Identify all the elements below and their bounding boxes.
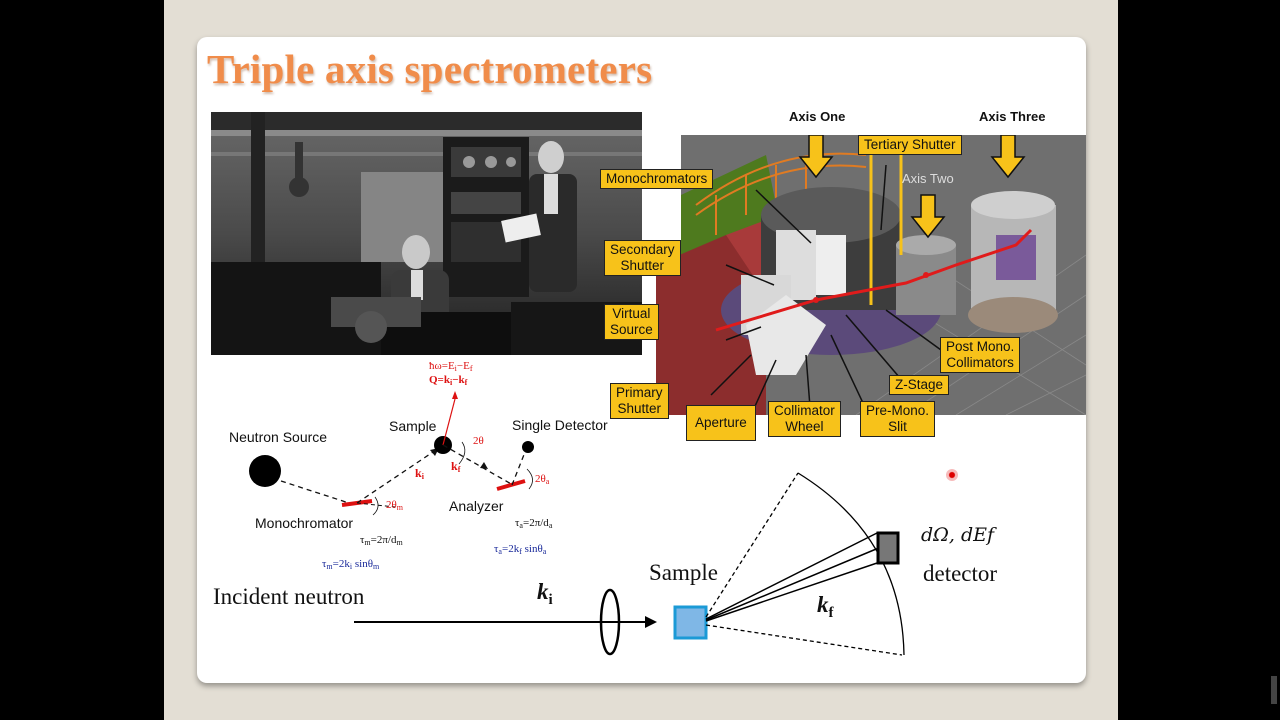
neutron-source-label: Neutron Source <box>229 429 327 445</box>
tau-m-d-eq: τm=2π/dm <box>360 534 403 547</box>
ki-vector-label: ki <box>415 466 425 481</box>
callout-post-mono-collimators: Post Mono. Collimators <box>940 337 1021 373</box>
neutron-source-dot <box>249 455 281 487</box>
incident-neutron-label: Incident neutron <box>213 584 365 609</box>
sample-box-label: Sample <box>649 560 718 585</box>
callout-monochromators: Monochromators <box>600 169 714 189</box>
energy-transfer-eq: ħω=Ei−Ef <box>429 360 473 373</box>
callout-collimator-wheel-line1: Collimator <box>774 403 835 418</box>
callout-virtual-source-line1: Virtual <box>612 306 651 321</box>
two-theta-m-label: 2θm <box>386 499 404 512</box>
detector-box <box>876 531 900 565</box>
domega-def-label: dΩ, dEf <box>921 524 997 546</box>
kf-vector-label: kf <box>451 459 461 474</box>
callout-secondary-shutter-line2: Shutter <box>620 258 665 273</box>
slide: Triple axis spectrometers <box>197 37 1086 683</box>
callout-primary-shutter: Primary Shutter <box>610 383 669 419</box>
scrollbar-thumb[interactable] <box>1271 676 1277 704</box>
callout-secondary-shutter-line1: Secondary <box>610 242 675 257</box>
instrument-cutaway: Axis One Axis Two Axis Three <box>656 109 1086 415</box>
axis-one-label: Axis One <box>789 109 846 124</box>
axis-three-label: Axis Three <box>979 109 1046 124</box>
tau-a-d-eq: τa=2π/da <box>515 517 553 530</box>
callout-collimator-wheel: Collimator Wheel <box>768 401 841 437</box>
tau-a-k-eq: τa=2kf sinθa <box>494 543 547 556</box>
momentum-transfer-eq: Q=ki−kf <box>429 374 468 387</box>
callout-tertiary-shutter: Tertiary Shutter <box>858 135 962 155</box>
kf-label: kf <box>817 592 835 621</box>
callout-z-stage: Z-Stage <box>889 375 950 395</box>
callout-virtual-source: Virtual Source <box>604 304 659 340</box>
single-detector-label: Single Detector <box>512 417 608 433</box>
callout-virtual-source-line2: Source <box>610 322 653 337</box>
single-detector-dot <box>522 441 534 453</box>
callout-aperture: Aperture <box>686 405 756 441</box>
callout-primary-shutter-line2: Shutter <box>617 401 662 416</box>
axis-two-label: Axis Two <box>902 171 954 186</box>
laser-pointer <box>946 469 958 481</box>
triple-axis-schematic: Neutron Source Sample Single Detector Mo… <box>229 360 608 571</box>
sample-label: Sample <box>389 418 437 434</box>
monochromator-label: Monochromator <box>255 515 353 531</box>
callout-pre-mono-slit: Pre-Mono. Slit <box>860 401 936 437</box>
detector-label: detector <box>923 561 997 586</box>
two-theta-a-label: 2θa <box>535 473 550 486</box>
analyzer-label: Analyzer <box>449 498 504 514</box>
historical-photo <box>211 112 642 355</box>
two-theta-label: 2θ <box>473 435 484 447</box>
sample-box <box>673 605 708 640</box>
callout-secondary-shutter: Secondary Shutter <box>604 240 681 276</box>
callout-post-mono-collimators-line1: Post Mono. <box>946 339 1015 354</box>
ki-label: ki <box>537 579 553 608</box>
scattering-geometry: Incident neutron ki Sample kf dΩ, dEf de… <box>213 472 997 656</box>
callout-pre-mono-slit-line2: Slit <box>888 419 907 434</box>
callout-pre-mono-slit-line1: Pre-Mono. <box>866 403 930 418</box>
callout-collimator-wheel-line2: Wheel <box>785 419 824 434</box>
tau-m-k-eq: τm=2ki sinθm <box>322 558 380 571</box>
slide-title: Triple axis spectrometers <box>207 46 653 92</box>
callout-primary-shutter-line1: Primary <box>616 385 663 400</box>
callout-post-mono-collimators-line2: Collimators <box>946 355 1014 370</box>
